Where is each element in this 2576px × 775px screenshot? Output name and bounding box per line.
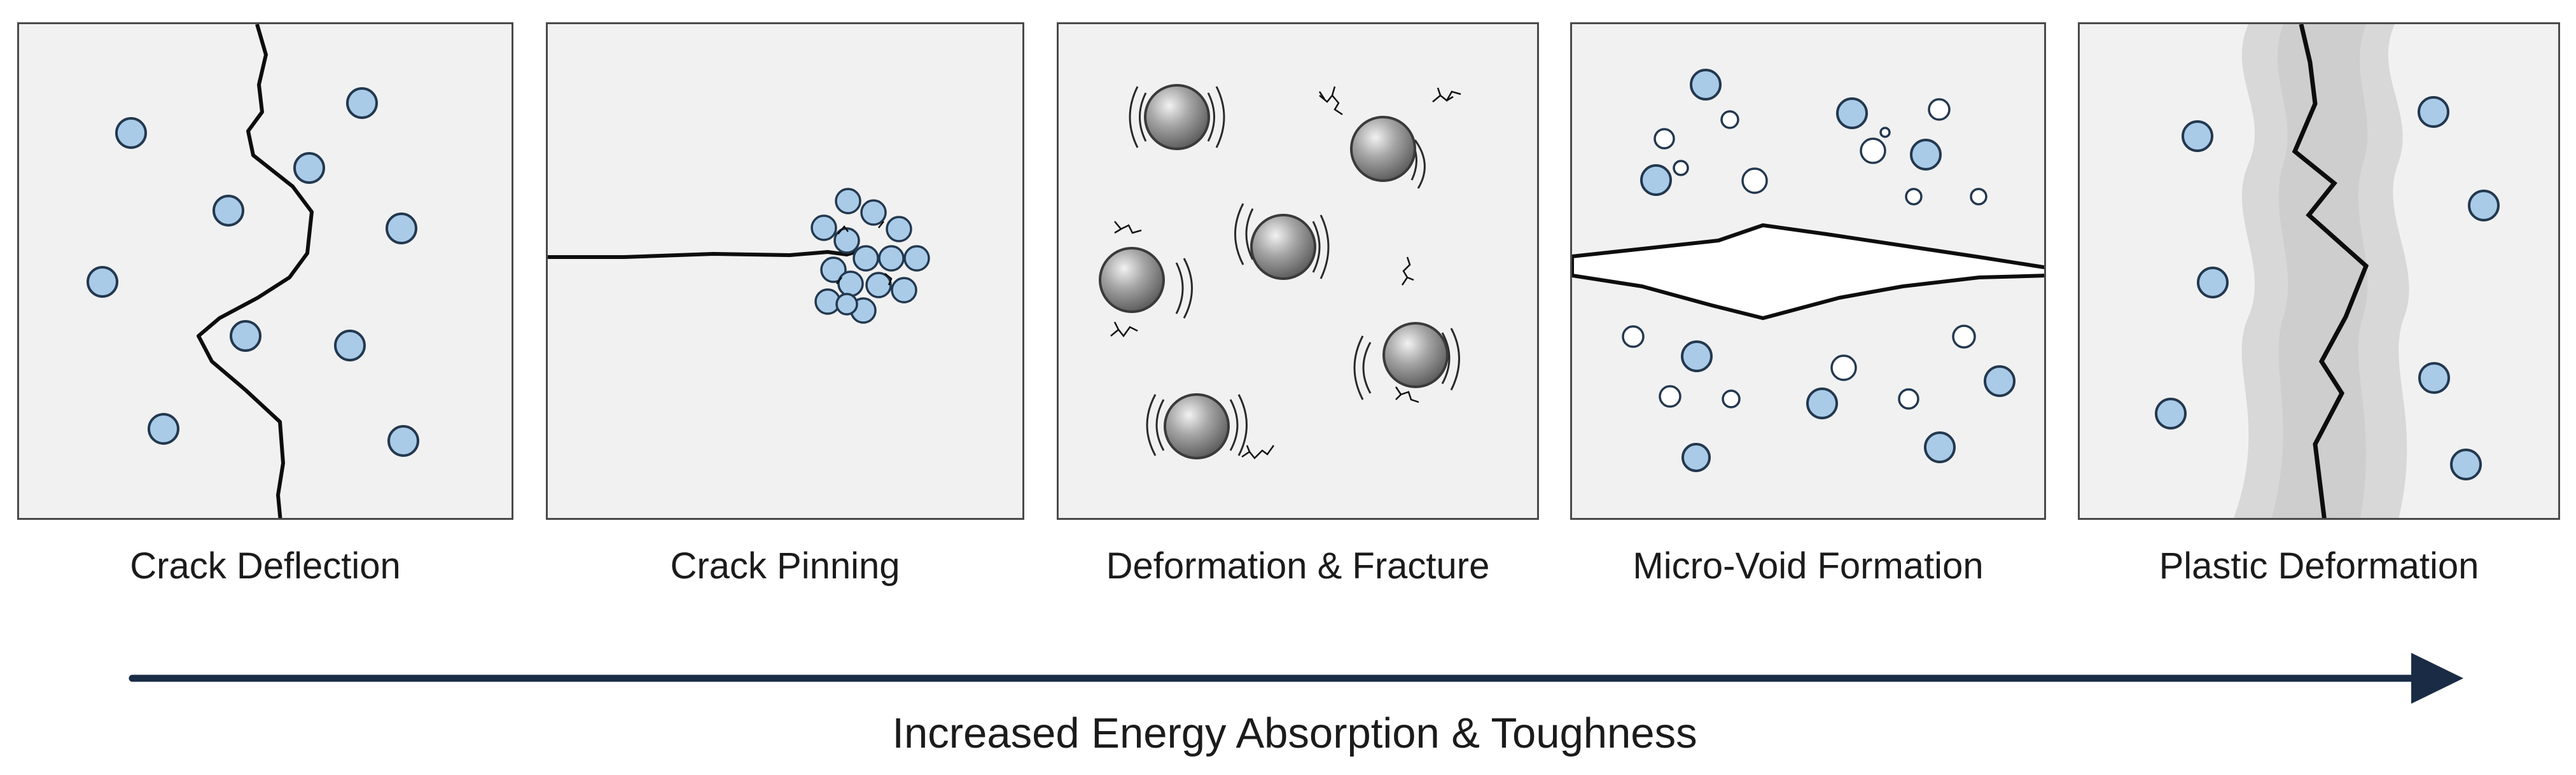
particle — [886, 216, 912, 242]
particle — [1690, 69, 1722, 101]
particle-cluster — [811, 188, 930, 324]
rubber-particle — [1350, 116, 1416, 182]
void — [1898, 388, 1919, 410]
rubber-particle — [1164, 393, 1230, 459]
void — [1905, 188, 1923, 206]
particle — [1681, 340, 1713, 372]
particle — [2182, 120, 2213, 152]
particle — [2468, 190, 2500, 221]
particle — [148, 413, 179, 445]
panel-micro-void-formation — [1570, 22, 2046, 520]
particle — [1681, 443, 1711, 472]
micro-voids — [1622, 98, 1988, 410]
void — [1970, 188, 1988, 206]
particle — [212, 195, 244, 227]
particle — [2418, 362, 2450, 394]
particle — [835, 293, 858, 316]
caption-crack-pinning: Crack Pinning — [670, 545, 900, 587]
caption-deformation-fracture: Deformation & Fracture — [1106, 545, 1490, 587]
rubber-particles — [1099, 84, 1449, 459]
particle-group — [2155, 96, 2500, 480]
plastic-deformation-illustration — [2155, 24, 2500, 518]
void — [1928, 98, 1951, 121]
void — [1952, 325, 1976, 349]
void — [1622, 325, 1645, 348]
zigzag-crack — [2292, 24, 2369, 518]
particle — [1640, 164, 1672, 196]
particle — [115, 117, 147, 149]
particle — [346, 87, 378, 119]
void — [1830, 354, 1857, 381]
panel-deformation-fracture — [1057, 22, 1539, 520]
void — [1860, 137, 1886, 164]
particle — [1806, 387, 1838, 419]
panel-crack-deflection — [17, 22, 513, 520]
particle — [1910, 139, 1942, 171]
rubber-particle — [1099, 247, 1165, 313]
particle — [865, 272, 892, 298]
void — [1879, 127, 1891, 138]
particle — [2155, 398, 2187, 429]
particle — [878, 245, 905, 272]
void — [1654, 128, 1675, 150]
particle — [387, 425, 419, 457]
trend-arrow-head — [2411, 653, 2463, 704]
particle — [1924, 431, 1956, 463]
void — [1659, 385, 1681, 408]
particle — [1836, 97, 1868, 129]
particle — [293, 152, 325, 184]
rubber-particle — [1144, 84, 1210, 150]
particle — [833, 227, 860, 254]
void-crack — [1572, 223, 2044, 320]
particle — [87, 266, 118, 298]
rubber-particle — [1250, 214, 1316, 280]
panel-crack-pinning — [546, 22, 1024, 520]
particle — [811, 214, 837, 241]
caption-micro-void-formation: Micro-Void Formation — [1633, 545, 1984, 587]
void — [1720, 110, 1739, 129]
micro-void-illustration — [1572, 69, 2044, 472]
crack-pinning-illustration — [548, 188, 930, 324]
particle — [853, 245, 879, 272]
deformation-fracture-illustration — [1099, 84, 1461, 459]
particle — [820, 256, 847, 283]
deflected-crack — [197, 24, 314, 518]
caption-crack-deflection: Crack Deflection — [130, 545, 401, 587]
particle — [891, 277, 917, 304]
particle — [835, 188, 861, 214]
particle — [903, 245, 930, 272]
particle — [860, 199, 887, 226]
particle-group — [87, 87, 419, 457]
particle — [1984, 365, 2016, 397]
panel-plastic-deformation — [2078, 22, 2560, 520]
particle — [2418, 96, 2449, 128]
rubber-particle — [1382, 322, 1449, 388]
crack-deflection-illustration — [87, 24, 419, 518]
craze-cracks — [1110, 86, 1461, 459]
particle — [230, 320, 261, 352]
caption-plastic-deformation: Plastic Deformation — [2159, 545, 2479, 587]
particle — [2450, 449, 2482, 480]
particle — [2197, 267, 2229, 298]
void — [1673, 160, 1689, 176]
void — [1722, 389, 1741, 408]
particle — [334, 330, 366, 361]
trend-arrow-label: Increased Energy Absorption & Toughness — [892, 709, 1697, 757]
void — [1741, 167, 1768, 194]
particle — [386, 213, 417, 244]
filled-particles — [1640, 69, 2016, 472]
microcracks — [836, 221, 893, 286]
